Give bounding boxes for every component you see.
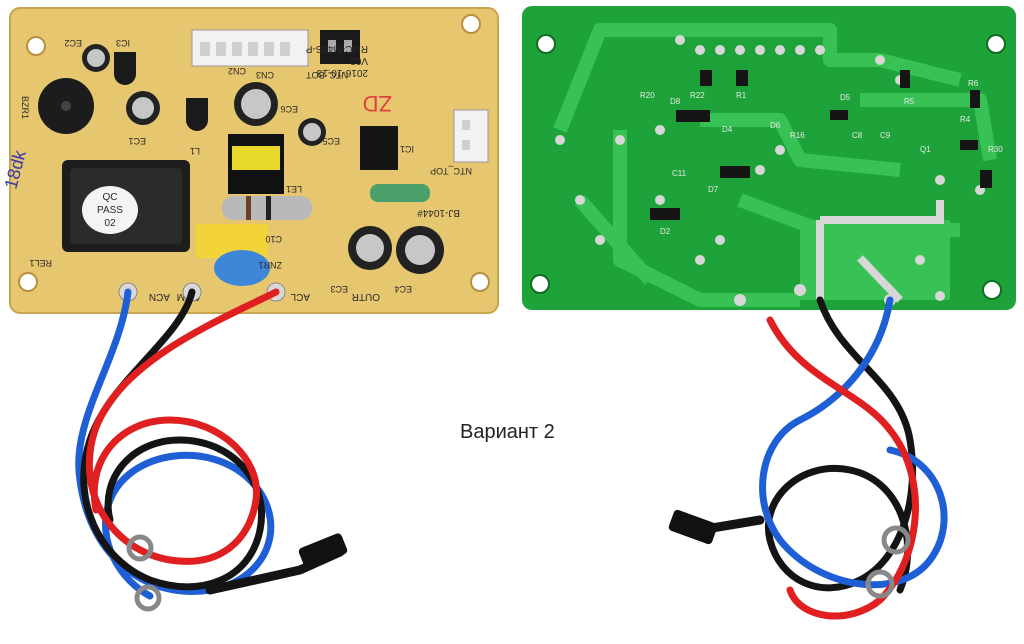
silk-ec1: EC1 [128,136,146,146]
ring-terminal [126,534,154,562]
silk-label: Q1 [920,145,931,154]
qc-sticker [82,186,138,234]
mounting-hole [986,34,1006,54]
mounting-hole [18,272,38,292]
smd-diode [720,166,750,178]
silk-label: C9 [880,131,891,140]
silk-cn2: CN2 [228,66,246,76]
silk-ec3: EC3 [330,284,348,294]
sticker-line: QC [103,192,118,203]
mounting-hole [536,34,556,54]
smd-part [970,90,980,108]
wires-left [75,288,348,612]
silk-part-no: BJ-1044# [417,207,460,218]
smd-part [700,70,712,86]
silk-ec6: EC6 [280,104,298,114]
mounting-hole [470,272,490,292]
silk-outr: OUTR [352,291,380,302]
silk-label: D6 [770,121,781,130]
smd-part [830,110,848,120]
silk-label: R6 [968,79,979,88]
silk-label: D5 [840,93,851,102]
spade-terminal [668,509,718,545]
silk-label: R30 [988,145,1003,154]
smd-part [736,70,748,86]
varistor [214,250,270,286]
smd-diode [676,110,710,122]
silk-ic1: IC1 [400,144,414,154]
silk-ec5: EC5 [322,136,340,146]
silk-version: V02 [350,55,368,66]
silk-label: R20 [640,91,655,100]
silk-date: 2016-10-13 [316,67,368,78]
silk-ic3: IC3 [116,38,130,48]
sticker-line: PASS [97,205,123,216]
smd-part [900,70,910,88]
silk-ec4: EC4 [394,284,412,294]
silk-model: RMC-M40S-P [305,43,368,54]
ring-terminal [865,569,895,599]
mounting-hole [26,36,46,56]
wires-right [668,296,948,620]
silk-c10: C10 [265,234,282,244]
silk-label: R4 [960,115,971,124]
transistor [186,98,208,131]
sticker-line: 02 [104,218,116,229]
caption: Вариант 2 [460,421,555,443]
silk-znr1: ZNR1 [258,260,282,270]
silk-acn: ACN [149,291,170,302]
transistor [114,52,136,85]
silk-le1: LE1 [286,184,302,194]
silk-ec2: EC2 [64,38,82,48]
silk-label: D4 [722,125,733,134]
ic1 [360,126,398,170]
handwritten-mark: ZD [363,91,392,116]
silk-acl: ACL [290,291,310,302]
spade-terminal [298,533,348,569]
silk-label: R16 [790,131,805,140]
ring-terminal [134,584,162,612]
silk-label: D8 [670,97,681,106]
silk-l1: L1 [190,146,200,156]
silk-label: D2 [660,227,671,236]
smd-part [960,140,978,150]
silk-bzr1: BZR1 [20,96,30,119]
board-back: R6 R4 R5 D5 D6 D7 D8 D4 D2 R16 R20 R22 R… [522,6,1016,310]
silk-label: C11 [672,169,687,178]
mounting-hole [530,274,550,294]
silk-label: C8 [852,131,863,140]
board-front: QC PASS 02 18dk ZD [1,7,499,314]
silk-ntc-top: NTC_TOP [430,166,472,176]
smd-diode [650,208,680,220]
connector-ntc-bot [320,30,360,64]
inductor [370,184,430,202]
silk-label: R22 [690,91,705,100]
ring-terminal [881,525,911,555]
silk-label: R5 [904,97,915,106]
mounting-hole [982,280,1002,300]
silk-label: R1 [736,91,747,100]
silk-ntc-bot: NTC_BOT [305,70,348,80]
silk-label: D7 [708,185,719,194]
silk-cn3: CN3 [256,70,274,80]
silk-rel1: REL1 [29,258,52,268]
mounting-hole [461,14,481,34]
connector-ntc-top [453,109,489,163]
smd-part [980,170,992,188]
